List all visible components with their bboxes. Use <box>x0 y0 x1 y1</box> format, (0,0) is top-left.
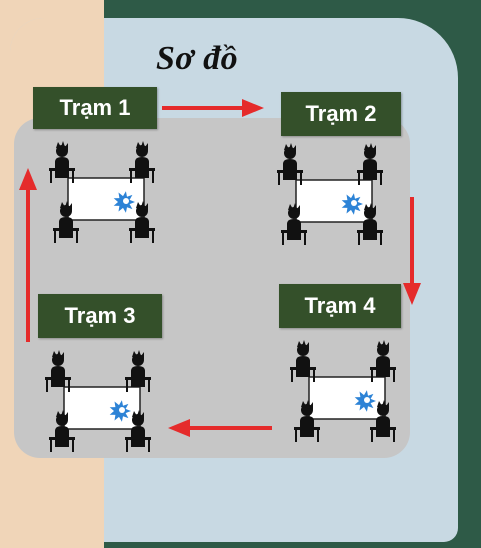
student-icon <box>53 201 79 243</box>
student-icon <box>129 141 155 183</box>
station-3-table-group <box>45 350 151 452</box>
student-icon <box>129 201 155 243</box>
splash-logo-icon <box>113 191 135 213</box>
station-2-table-group <box>277 143 383 245</box>
splash-logo-icon <box>354 390 376 412</box>
student-icon <box>281 203 307 245</box>
table <box>67 177 145 221</box>
table <box>308 376 386 420</box>
diagram-title: Sơ đồ <box>156 40 239 77</box>
student-icon <box>357 143 383 185</box>
student-icon <box>370 340 396 382</box>
station-4-table-group <box>290 340 396 442</box>
station-1-label: Trạm 1 <box>33 87 157 129</box>
table <box>63 386 141 430</box>
student-icon <box>357 203 383 245</box>
arrow-station3-to-station1 <box>19 168 37 342</box>
student-icon <box>49 410 75 452</box>
station-1-table-group <box>49 141 155 243</box>
station-3-label: Trạm 3 <box>38 294 162 338</box>
student-icon <box>49 141 75 183</box>
student-icon <box>290 340 316 382</box>
arrow-station2-to-station4 <box>403 197 421 305</box>
student-icon <box>277 143 303 185</box>
splash-logo-icon <box>341 193 363 215</box>
student-icon <box>125 410 151 452</box>
student-icon <box>45 350 71 392</box>
station-4-label: Trạm 4 <box>279 284 401 328</box>
student-icon <box>294 400 320 442</box>
arrow-station4-to-station3 <box>168 419 272 437</box>
student-icon <box>370 400 396 442</box>
arrow-station1-to-station2 <box>162 99 264 117</box>
station-2-label: Trạm 2 <box>281 92 401 136</box>
student-icon <box>125 350 151 392</box>
table <box>295 179 373 223</box>
splash-logo-icon <box>109 400 131 422</box>
